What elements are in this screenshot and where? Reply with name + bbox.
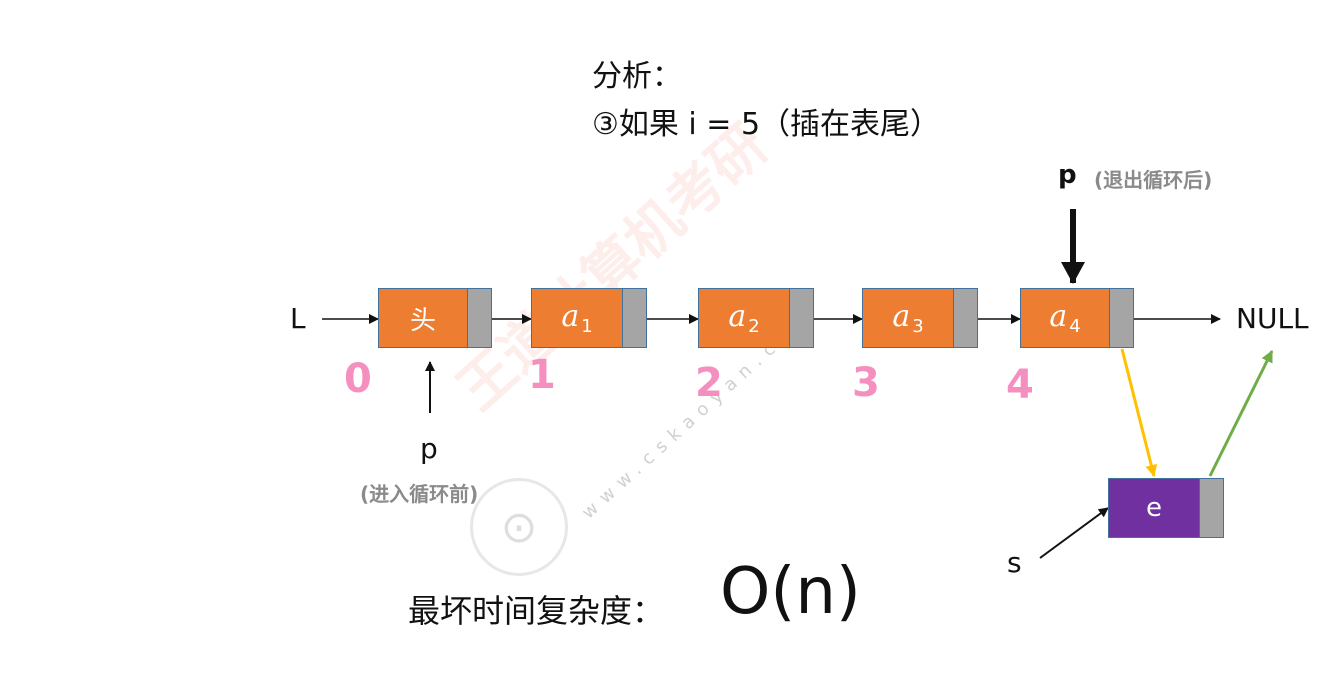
- analysis-title: 分析：: [592, 59, 682, 94]
- watermark-seal-icon: ⊙: [470, 478, 568, 576]
- relink-arrow: [1208, 350, 1274, 477]
- new-node-e: e: [1108, 478, 1200, 538]
- pointer-before-note: (进入循环前): [360, 482, 479, 506]
- null-label: NULL: [1236, 302, 1309, 335]
- s-pointer-arrow: [1039, 507, 1109, 559]
- new-node-next: [1199, 478, 1224, 538]
- node-a2-next: [789, 288, 814, 348]
- head-node-label: 头: [409, 305, 436, 336]
- index-1: 1: [528, 352, 556, 398]
- index-2: 2: [695, 360, 723, 406]
- insert-next-arrow: [1120, 348, 1158, 477]
- new-node-label: e: [1146, 493, 1162, 523]
- complexity-label: 最坏时间复杂度：: [408, 592, 665, 630]
- s-pointer-label: s: [1007, 546, 1022, 579]
- complexity-value: O(n): [720, 555, 861, 629]
- head-node: 头: [378, 288, 468, 348]
- index-0: 0: [344, 356, 372, 402]
- index-4: 4: [1006, 362, 1034, 408]
- head-pointer-label: L: [290, 302, 306, 335]
- node-a4-next: [1109, 288, 1134, 348]
- pointer-after-note: (退出循环后): [1094, 168, 1213, 192]
- case-description: ③如果 i = 5（插在表尾）: [592, 107, 941, 142]
- pointer-after-label: p: [1058, 160, 1077, 190]
- pointer-before-label: p: [420, 432, 438, 465]
- index-3: 3: [852, 360, 880, 406]
- node-a1-next: [622, 288, 647, 348]
- node-a3-next: [953, 288, 978, 348]
- head-node-next: [467, 288, 492, 348]
